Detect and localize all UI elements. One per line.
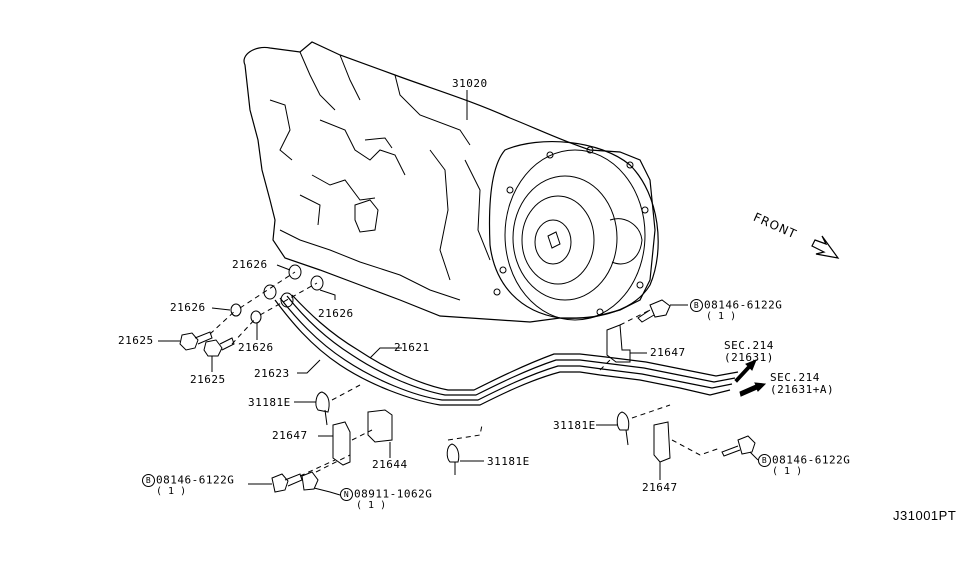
label-washer-a[interactable]: 21626 xyxy=(232,258,268,271)
b-circle-icon: B xyxy=(758,454,771,467)
label-bracket-small[interactable]: 21644 xyxy=(372,458,408,471)
sec-ref-part: (21631+A) xyxy=(770,383,835,396)
label-bracket-center[interactable]: 21647 xyxy=(650,346,686,359)
leaders-left xyxy=(158,264,402,374)
fastener-part-number: 08146-6122G xyxy=(772,453,851,467)
fastener-qty: ( 1 ) xyxy=(356,500,387,511)
arrow-sec-214-21631a xyxy=(739,382,767,397)
b-circle-icon: B xyxy=(142,474,155,487)
arrow-sec-214-21631 xyxy=(734,359,757,383)
label-connector-bolt-b[interactable]: 21625 xyxy=(190,373,226,386)
sec-ref-part: (21631) xyxy=(724,351,774,364)
label-connector-bolt-a[interactable]: 21625 xyxy=(118,334,154,347)
fittings-left xyxy=(179,264,324,357)
label-oil-cooler-tube-2[interactable]: 21623 xyxy=(254,367,290,380)
label-bracket-right[interactable]: 21647 xyxy=(642,481,678,494)
label-sec-ref-1[interactable]: SEC.214 (21631) xyxy=(724,340,774,364)
label-transmission[interactable]: 31020 xyxy=(452,77,488,90)
diagram-code: J31001PT xyxy=(893,508,957,523)
n-circle-icon: N xyxy=(340,488,353,501)
fastener-qty: ( 1 ) xyxy=(156,486,187,497)
sec-number: SEC.214 xyxy=(770,371,820,384)
clips-drawing xyxy=(294,384,671,475)
label-washer-b[interactable]: 21626 xyxy=(170,301,206,314)
b-circle-icon: B xyxy=(690,299,703,312)
fastener-part-number: 08146-6122G xyxy=(704,298,783,312)
label-oil-cooler-tube-1[interactable]: 21621 xyxy=(394,341,430,354)
fastener-qty: ( 1 ) xyxy=(706,311,737,322)
front-arrow-icon xyxy=(811,235,840,259)
transmission-assembly-drawing xyxy=(243,41,659,323)
bolts-drawing xyxy=(248,299,759,496)
label-clip-center[interactable]: 31181E xyxy=(487,455,530,468)
label-sec-ref-2[interactable]: SEC.214 (21631+A) xyxy=(770,372,834,396)
label-washer-d[interactable]: 21626 xyxy=(238,341,274,354)
fastener-part-number: 08146-6122G xyxy=(156,473,235,487)
fastener-qty: ( 1 ) xyxy=(772,466,803,477)
label-washer-c[interactable]: 21626 xyxy=(318,307,354,320)
brackets-drawing xyxy=(318,309,721,480)
sec-number: SEC.214 xyxy=(724,339,774,352)
label-clip-right[interactable]: 31181E xyxy=(553,419,596,432)
fastener-part-number: 08911-1062G xyxy=(354,487,433,501)
label-bracket-left[interactable]: 21647 xyxy=(272,429,308,442)
oil-cooler-tubes-drawing xyxy=(274,294,739,406)
label-clip-left[interactable]: 31181E xyxy=(248,396,291,409)
